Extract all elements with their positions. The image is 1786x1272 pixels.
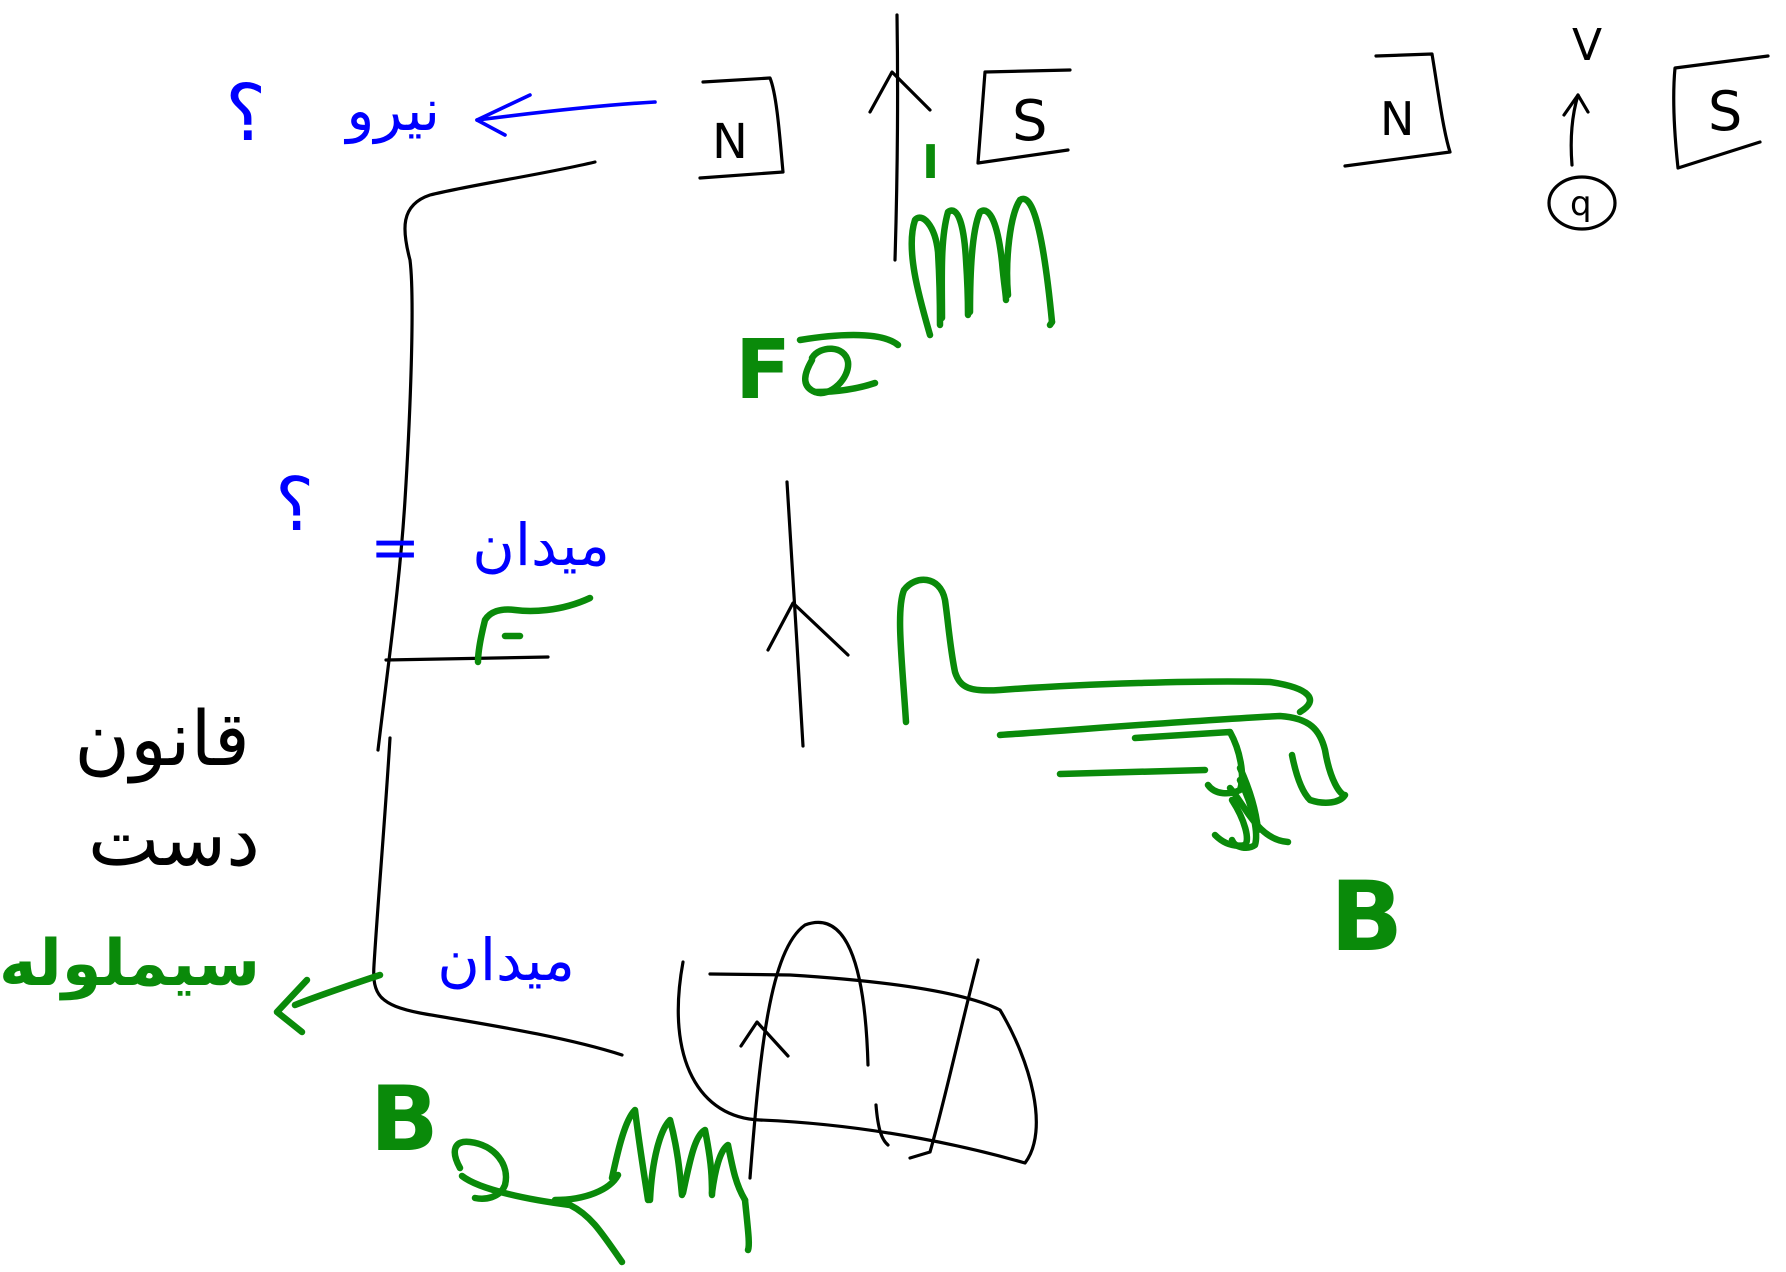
field-label-top: میدان bbox=[472, 511, 610, 579]
right-hand-bottom-drawing bbox=[451, 1106, 753, 1266]
magnet-right-s-label: S bbox=[1708, 80, 1742, 143]
magnet-left-s bbox=[976, 68, 1072, 165]
solenoid-loop bbox=[676, 920, 1038, 1180]
magnet-left-n-label: N bbox=[712, 114, 748, 170]
b-field-label-bottom: B bbox=[370, 1067, 439, 1172]
magnet-right-s bbox=[1672, 54, 1770, 170]
magnet-right-n bbox=[1343, 52, 1452, 168]
law-label-line2: دست bbox=[88, 794, 260, 883]
force-question-mark: ؟ bbox=[225, 69, 266, 159]
charge-circle bbox=[1547, 175, 1617, 231]
force-symbol-strokes bbox=[796, 331, 902, 397]
b-field-label-right: B bbox=[1330, 861, 1403, 973]
force-direction-arrow bbox=[475, 93, 657, 137]
velocity-label: V bbox=[1572, 20, 1602, 71]
current-label: I bbox=[922, 135, 939, 189]
right-hand-top-drawing bbox=[908, 195, 1056, 339]
force-symbol-label: F bbox=[735, 323, 791, 418]
right-hand-middle-drawing bbox=[896, 576, 1349, 851]
field-question-mark: ؟ bbox=[275, 462, 314, 548]
magnet-left-s-label: S bbox=[1012, 89, 1048, 154]
wire-vertical-middle bbox=[766, 480, 850, 748]
solenoid-label: سیملوله bbox=[0, 927, 260, 1001]
field-equals-sign: = bbox=[370, 513, 420, 583]
law-label-line1: قانون bbox=[74, 694, 250, 784]
wire-vertical-top bbox=[868, 13, 932, 262]
velocity-arrow bbox=[1562, 93, 1590, 167]
magnet-left-n bbox=[698, 76, 785, 180]
charge-label: q bbox=[1570, 184, 1592, 224]
underline-mark bbox=[474, 594, 594, 666]
field-label-bottom: میدان bbox=[437, 926, 575, 994]
magnet-right-n-label: N bbox=[1380, 92, 1414, 146]
solenoid-pointer-arrow bbox=[273, 971, 384, 1036]
outline-bracket bbox=[372, 160, 624, 1057]
force-label: نیرو bbox=[343, 76, 440, 145]
